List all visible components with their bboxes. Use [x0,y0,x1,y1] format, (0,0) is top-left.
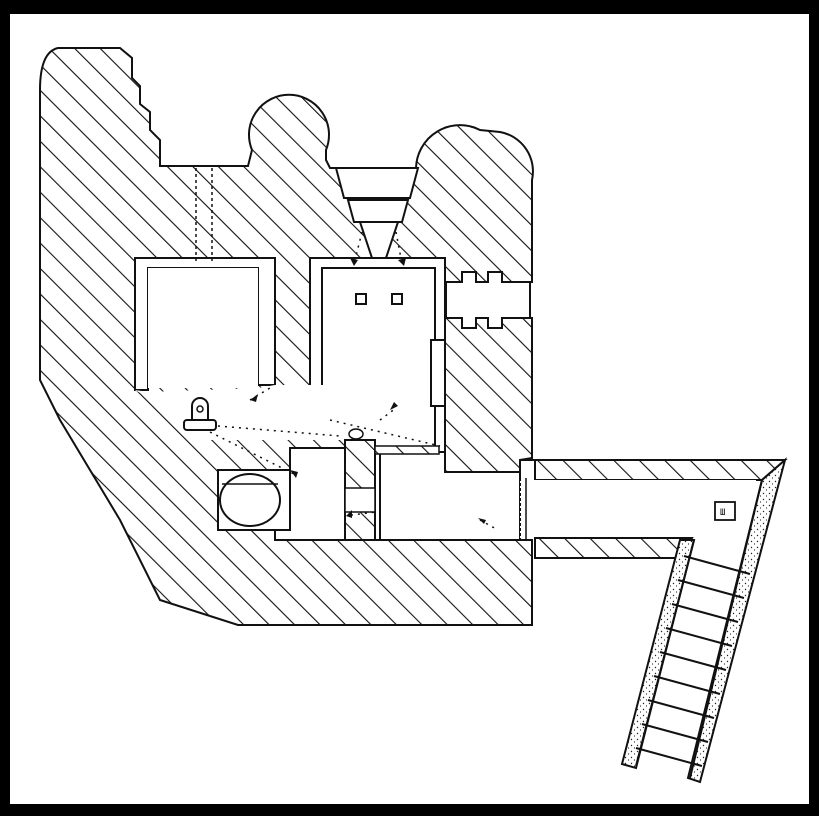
central-corridor [135,258,445,452]
entrance-sign [714,501,736,521]
embrasure-upper [334,167,420,199]
partition-opening [344,487,376,513]
wall-niche [430,339,446,407]
opening-square-1 [355,293,367,305]
opening-square-2 [391,293,403,305]
left-chamber-floor [148,268,258,388]
entrance-corridor [520,459,788,481]
water-tank [219,473,281,527]
fixture-base [183,419,217,431]
side-port [445,271,531,329]
entrance-lower-wall [534,537,694,559]
stair-floor-edges [635,479,763,779]
dotted-lines [209,231,499,531]
fixture-hole [196,405,204,413]
lower-room [379,451,521,541]
arrowheads [250,258,486,524]
entrance-sign-label: Ш [720,508,725,518]
door-grate-top [374,445,440,455]
embrasure-throat [358,221,400,259]
stair-treads [635,555,751,767]
stair-inner-wall [620,539,696,770]
embrasure-lower [346,199,410,223]
door-cap [348,428,364,440]
